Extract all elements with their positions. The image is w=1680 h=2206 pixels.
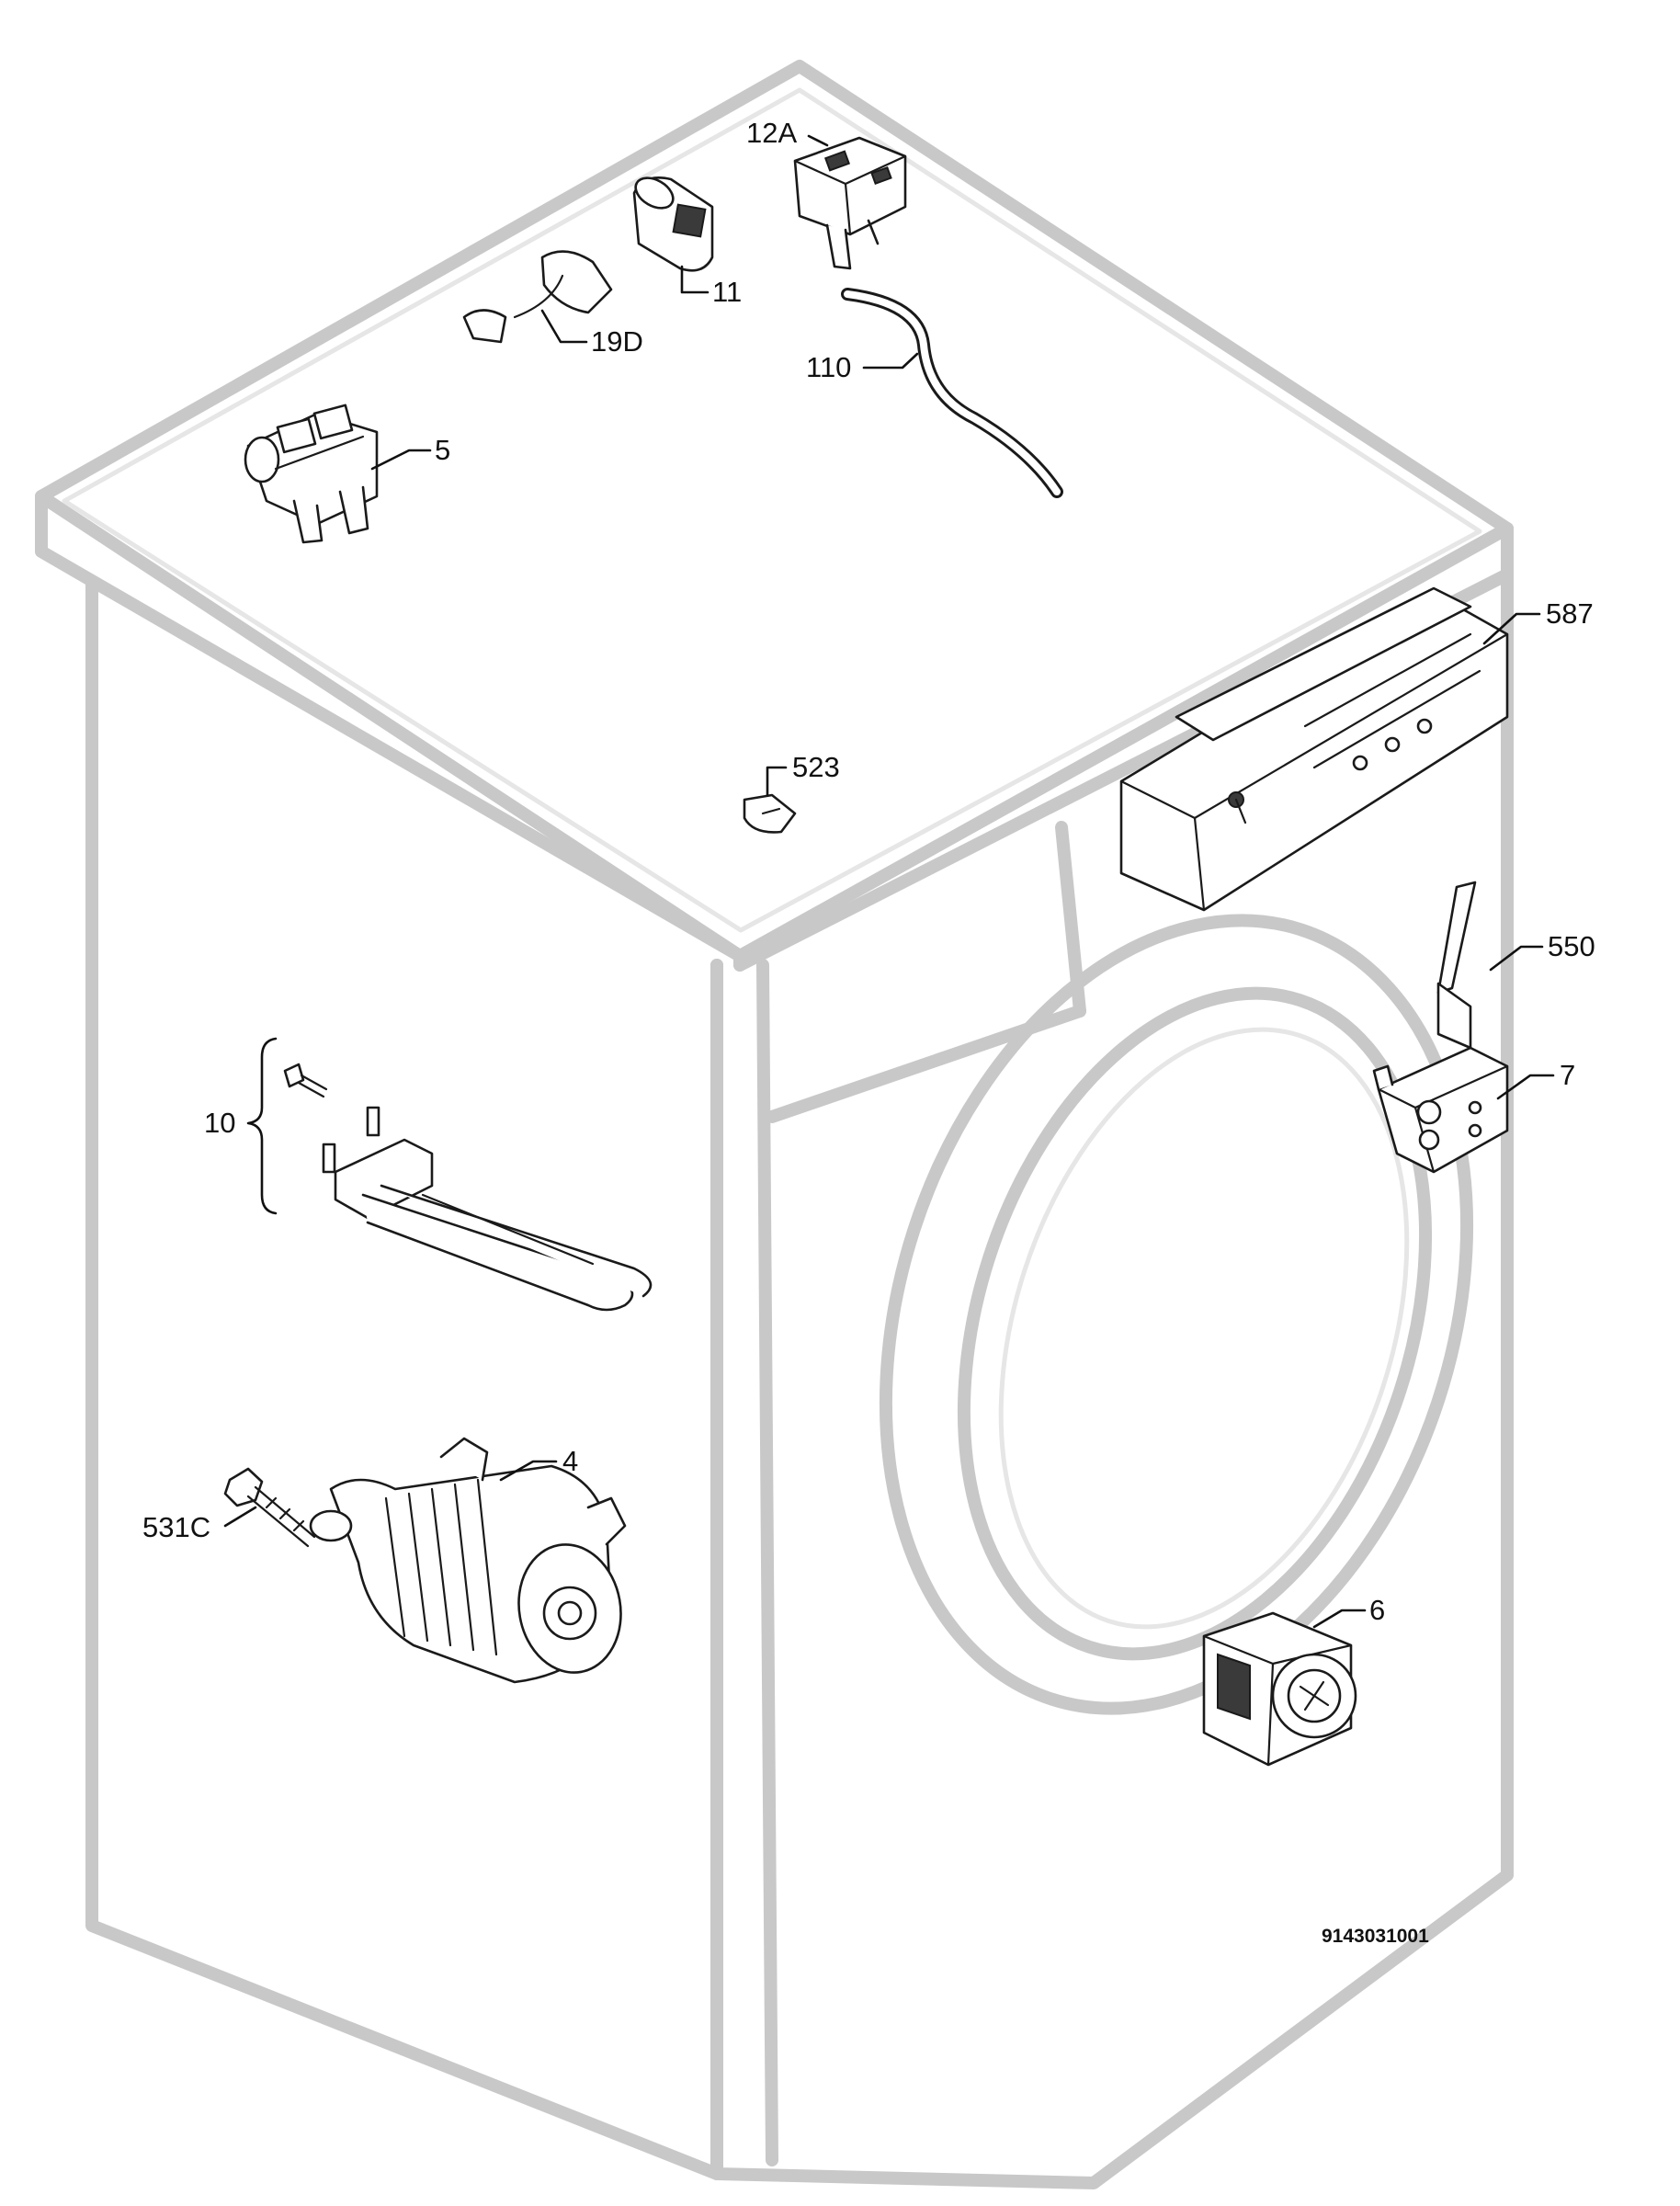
document-number: 9143031001 [1322, 1926, 1429, 1947]
pressure-switch-part [793, 136, 907, 270]
leader-lines [223, 134, 1555, 1629]
heating-element-part [283, 1063, 653, 1312]
control-module-part [1119, 586, 1509, 912]
leader-19D [540, 309, 588, 344]
callout-12A: 12A [746, 117, 797, 149]
rotary-switch-part [1202, 1611, 1357, 1767]
drain-pump-part [309, 1437, 627, 1684]
callout-587: 587 [1546, 597, 1594, 630]
door-lock-part [1372, 881, 1509, 1174]
callout-4: 4 [562, 1445, 578, 1477]
leader-7 [1496, 1074, 1555, 1100]
leader-11 [680, 265, 709, 294]
leader-12A [807, 134, 829, 147]
leader-6 [1312, 1609, 1367, 1629]
bolt-part [223, 1467, 316, 1548]
part-10-bracket [246, 1037, 278, 1215]
capacitor-part [632, 176, 714, 272]
leader-5 [370, 449, 432, 471]
callout-19D: 19D [591, 325, 643, 358]
callout-550: 550 [1548, 930, 1595, 962]
leader-4 [499, 1460, 558, 1482]
callout-5: 5 [435, 434, 450, 466]
clip-part [743, 793, 797, 834]
callout-531C: 531C [142, 1511, 210, 1543]
pressure-hose-part [841, 288, 1063, 498]
callout-7: 7 [1560, 1059, 1575, 1091]
leader-531C [223, 1506, 257, 1528]
inlet-valve-part [244, 404, 379, 544]
callout-10: 10 [204, 1107, 235, 1139]
temperature-sensor-part [462, 250, 613, 344]
callout-6: 6 [1369, 1594, 1385, 1626]
washing-machine-outline [35, 60, 1514, 2189]
leader-550 [1489, 945, 1544, 972]
leader-523 [766, 766, 788, 797]
callout-523: 523 [792, 751, 840, 783]
callout-110: 110 [806, 351, 851, 383]
callout-11: 11 [712, 276, 742, 308]
leader-587 [1482, 612, 1541, 645]
leader-110 [862, 352, 919, 370]
